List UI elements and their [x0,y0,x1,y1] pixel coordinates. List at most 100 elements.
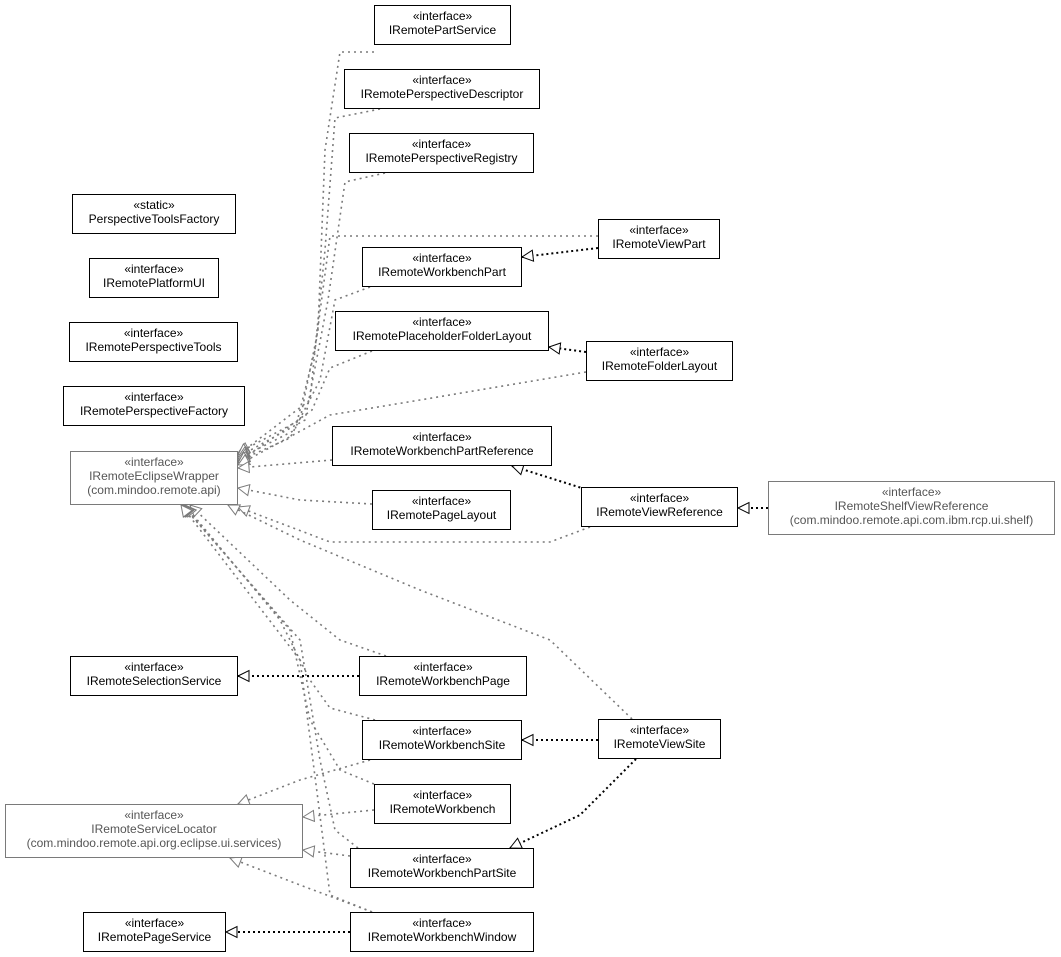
edge-wbWindow-to-serviceLocator [229,857,373,913]
class-node-wbPage[interactable]: «interface»IRemoteWorkbenchPage [359,656,527,696]
edge-workbench-to-eclipseWrapper [182,504,375,785]
node-stereotype: «interface» [412,251,472,265]
edge-viewSite-to-wbPartSite [509,758,637,849]
class-node-viewPart[interactable]: «interface»IRemoteViewPart [598,219,720,259]
node-stereotype: «interface» [412,916,472,930]
class-node-folder[interactable]: «interface»IRemoteFolderLayout [586,341,733,381]
node-stereotype: «interface» [412,788,473,802]
inheritance-arrowhead [236,669,250,683]
class-node-phFolder[interactable]: «interface»IRemotePlaceholderFolderLayou… [335,311,549,351]
node-name: IRemotePlaceholderFolderLayout [352,329,532,343]
inheritance-arrowhead [520,733,534,747]
inheritance-arrowhead [228,856,243,869]
node-name: IRemoteEclipseWrapper [89,469,219,483]
node-stereotype: «interface» [124,660,184,674]
node-name: IRemotePartService [388,23,497,37]
node-name: IRemoteShelfViewReference [834,499,989,513]
class-node-wbPartSite[interactable]: «interface»IRemoteWorkbenchPartSite [350,848,534,888]
class-node-wbWindow[interactable]: «interface»IRemoteWorkbenchWindow [350,912,534,952]
node-name: IRemoteServiceLocator [91,822,217,836]
edge-wbPart-to-eclipseWrapper [237,286,371,462]
node-name: IRemoteWorkbench [389,802,496,816]
class-node-partService[interactable]: «interface»IRemotePartService [374,5,511,45]
class-node-perspFactory[interactable]: «interface»IRemotePerspectiveFactory [63,386,245,426]
class-node-shelfViewRef[interactable]: «interface»IRemoteShelfViewReference(com… [768,481,1055,535]
edge-pageLayout-to-eclipseWrapper [237,487,373,505]
class-node-viewSite[interactable]: «interface»IRemoteViewSite [598,719,721,759]
inheritance-arrowhead [224,925,238,939]
node-stereotype: «interface» [412,73,472,87]
inheritance-arrowhead [236,460,250,474]
node-package: (com.mindoo.remote.api.org.eclipse.ui.se… [26,836,282,850]
node-stereotype: «interface» [629,491,690,505]
edge-viewPart-to-eclipseWrapper [237,235,598,460]
node-stereotype: «interface» [412,9,473,23]
edge-viewSite-to-eclipseWrapper [227,504,633,720]
node-name: IRemotePageService [97,930,212,944]
node-stereotype: «interface» [412,430,472,444]
edge-wbPartSite-to-eclipseWrapper [181,504,359,849]
class-node-wbSite[interactable]: «interface»IRemoteWorkbenchSite [362,720,522,760]
class-node-workbench[interactable]: «interface»IRemoteWorkbench [374,784,511,824]
node-stereotype: «interface» [412,724,472,738]
node-name: IRemoteWorkbenchPart [378,265,506,279]
node-stereotype: «static» [133,198,175,212]
class-node-platformUI[interactable]: «interface»IRemotePlatformUI [89,258,219,298]
node-stereotype: «interface» [411,137,472,151]
node-stereotype: «interface» [881,485,942,499]
inheritance-arrowhead [236,483,251,497]
node-name: IRemoteWorkbenchPage [376,674,510,688]
node-stereotype: «interface» [629,723,690,737]
node-stereotype: «interface» [124,262,184,276]
node-name: IRemotePlatformUI [102,276,206,290]
node-stereotype: «interface» [412,852,472,866]
edge-partService-to-eclipseWrapper [237,51,374,454]
class-node-pageLayout[interactable]: «interface»IRemotePageLayout [372,490,511,530]
class-node-perspTools[interactable]: «interface»IRemotePerspectiveTools [69,322,238,362]
node-name: IRemotePerspectiveFactory [79,404,229,418]
node-stereotype: «interface» [124,808,184,822]
class-node-serviceLocator[interactable]: «interface»IRemoteServiceLocator(com.min… [5,804,303,858]
node-name: IRemoteWorkbenchPartReference [350,444,534,458]
inheritance-arrowhead [236,505,251,517]
node-name: IRemotePerspectiveDescriptor [360,87,524,101]
class-node-wbPartRef[interactable]: «interface»IRemoteWorkbenchPartReference [332,426,552,466]
inheritance-arrowhead [520,249,535,262]
node-name: IRemoteFolderLayout [601,359,718,373]
inheritance-arrowhead [508,837,524,849]
class-node-eclipseWrapper[interactable]: «interface»IRemoteEclipseWrapper(com.min… [70,451,238,505]
inheritance-arrowhead [547,342,562,355]
edge-wbSite-to-eclipseWrapper [184,504,376,721]
edge-folder-to-eclipseWrapper [237,371,587,466]
class-node-wbPart[interactable]: «interface»IRemoteWorkbenchPart [362,247,522,287]
edge-wbPartSite-to-serviceLocator [302,849,351,857]
node-name: IRemoteWorkbenchWindow [367,930,517,944]
node-package: (com.mindoo.remote.api.com.ibm.rcp.ui.sh… [789,513,1034,527]
edge-wbPartRef-to-eclipseWrapper [237,459,333,469]
node-name: PerspectiveToolsFactory [88,212,220,226]
node-stereotype: «interface» [411,494,472,508]
node-name: IRemotePerspectiveRegistry [365,151,518,165]
node-stereotype: «interface» [123,326,184,340]
node-name: IRemoteViewSite [613,737,706,751]
node-name: IRemoteViewReference [596,505,723,519]
class-node-toolsFactory[interactable]: «static»PerspectiveToolsFactory [72,194,236,234]
node-stereotype: «interface» [124,916,185,930]
node-name: IRemoteWorkbenchSite [378,738,506,752]
edge-wbSite-to-serviceLocator [237,759,371,805]
class-node-perspDesc[interactable]: «interface»IRemotePerspectiveDescriptor [344,69,540,109]
node-name: IRemotePageLayout [386,508,497,522]
node-package: (com.mindoo.remote.api) [87,483,221,497]
node-stereotype: «interface» [629,223,689,237]
node-stereotype: «interface» [124,455,184,469]
class-node-pageService[interactable]: «interface»IRemotePageService [83,912,226,952]
class-node-viewRef[interactable]: «interface»IRemoteViewReference [581,487,738,527]
node-name: IRemoteWorkbenchPartSite [367,866,517,880]
node-stereotype: «interface» [629,345,690,359]
class-node-selService[interactable]: «interface»IRemoteSelectionService [70,656,238,696]
node-stereotype: «interface» [124,390,184,404]
inheritance-arrowhead [180,504,194,518]
class-node-perspReg[interactable]: «interface»IRemotePerspectiveRegistry [349,133,534,173]
node-stereotype: «interface» [412,315,472,329]
